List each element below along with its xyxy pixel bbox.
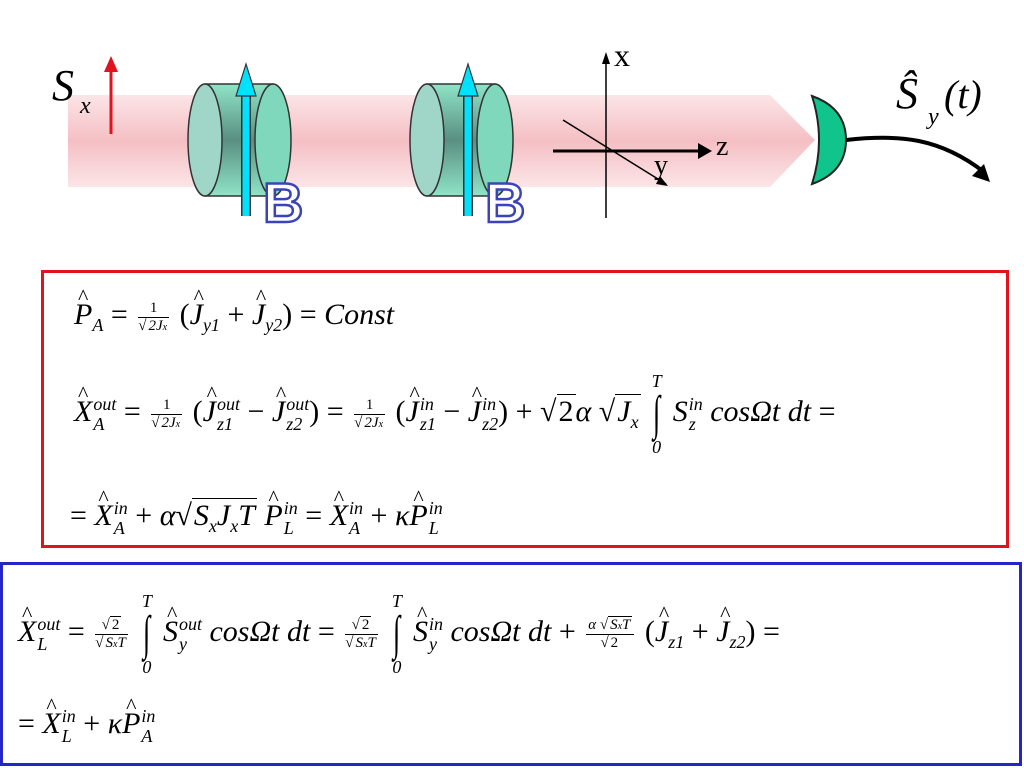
equation-pa: PA = 1√2Jx (Jy1 + Jy2) = Const	[74, 286, 394, 334]
detector-signal-sub: y	[926, 104, 939, 130]
vapor-cell-1: B	[187, 61, 305, 235]
magnetic-field-label-2: B	[485, 171, 525, 234]
vapor-cell-2: B	[409, 61, 527, 235]
magnetic-field-label-1: B	[263, 171, 303, 234]
detector-signal-label: Ŝ	[896, 69, 918, 118]
axis-y-label: y	[654, 150, 668, 181]
light-equations-box	[0, 562, 1022, 766]
detector	[810, 94, 848, 186]
axis-x-label: x	[614, 37, 630, 73]
spin-label: S	[52, 61, 74, 110]
coordinate-axes: x y z	[553, 37, 728, 218]
atomic-equations-box	[41, 270, 1009, 548]
spin-label-sub: x	[79, 93, 91, 119]
axis-z-label: z	[716, 131, 728, 162]
signal-output-arrow-head	[972, 164, 990, 182]
experiment-diagram: S x B B x y z Ŝ y (t)	[52, 37, 990, 235]
spin-arrow-head	[104, 56, 118, 72]
signal-output-arrow	[845, 135, 986, 174]
detector-signal-arg: (t)	[944, 72, 982, 117]
